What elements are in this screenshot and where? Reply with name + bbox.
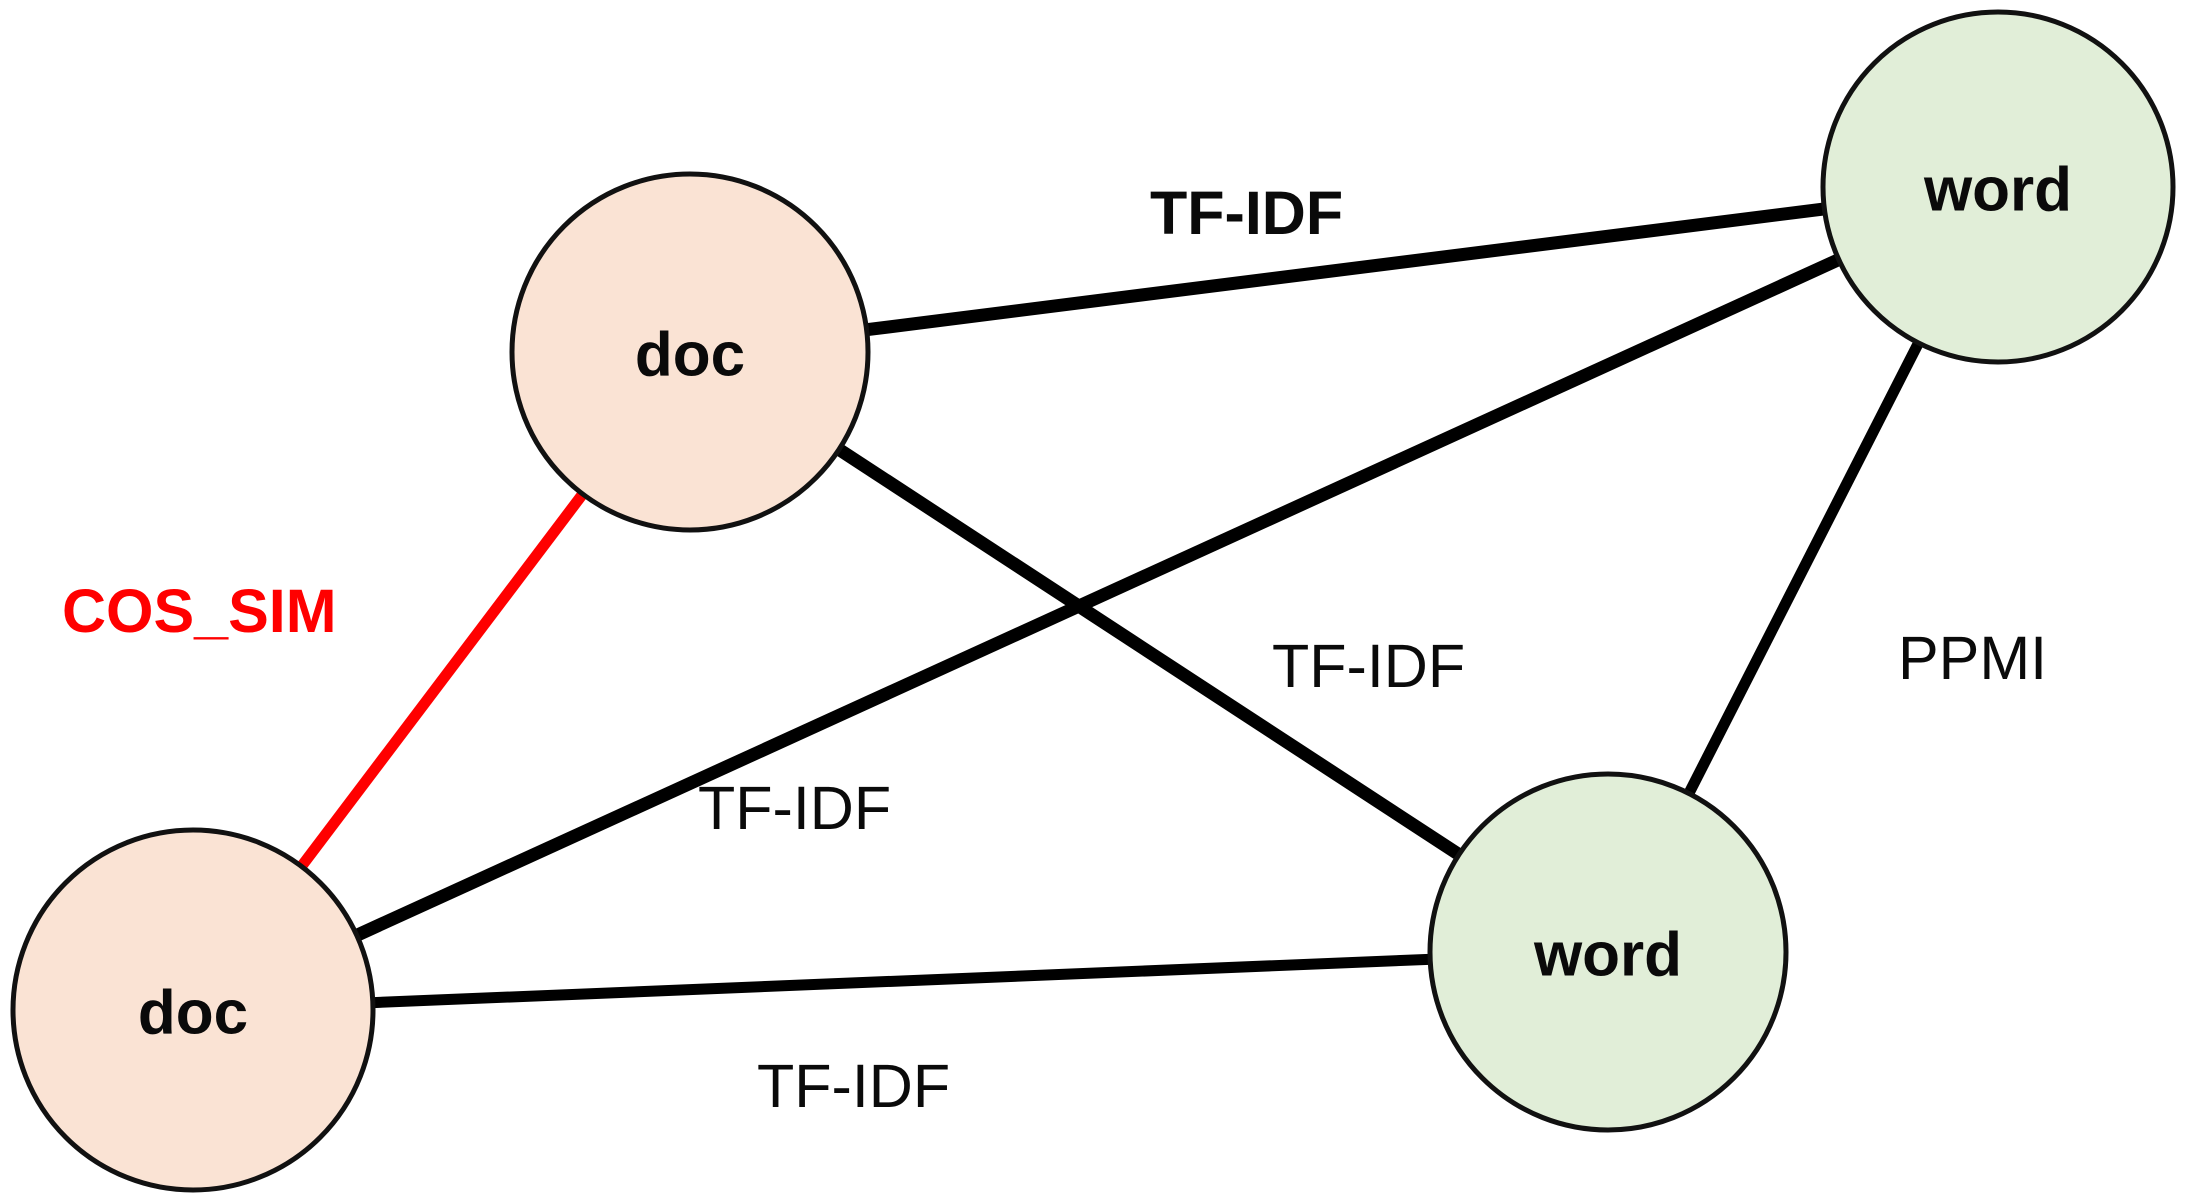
node-circle[interactable]: [10, 827, 376, 1193]
node-circle[interactable]: [1820, 9, 2176, 365]
graph-node-word[interactable]: word: [1820, 9, 2176, 365]
edges-layer: [295, 202, 1925, 1009]
node-label: word: [1923, 156, 2072, 225]
node-label: doc: [138, 979, 248, 1048]
graph-edge: [1683, 338, 1925, 798]
node-circle[interactable]: [509, 171, 871, 533]
graph-node-doc[interactable]: doc: [10, 827, 376, 1193]
graph-edge: [352, 252, 1844, 943]
edge-label: TF-IDF: [698, 774, 892, 842]
edge-label: PPMI: [1898, 624, 2048, 692]
edge-label: TF-IDF: [757, 1052, 951, 1120]
graph-edge: [863, 202, 1828, 337]
graph-edge: [370, 953, 1433, 1009]
nodes-layer: doc doc word word: [10, 9, 2176, 1193]
graph-node-word[interactable]: word: [1427, 771, 1789, 1133]
graph-node-doc[interactable]: doc: [509, 171, 871, 533]
edge-label: COS_SIM: [62, 577, 337, 645]
node-circle[interactable]: [1427, 771, 1789, 1133]
edge-label: TF-IDF: [1272, 632, 1466, 700]
graph-edge: [833, 442, 1465, 862]
node-label: doc: [635, 321, 745, 390]
graph-edge: [295, 489, 589, 872]
edge-label: TF-IDF: [1150, 179, 1344, 247]
node-label: word: [1533, 921, 1682, 990]
